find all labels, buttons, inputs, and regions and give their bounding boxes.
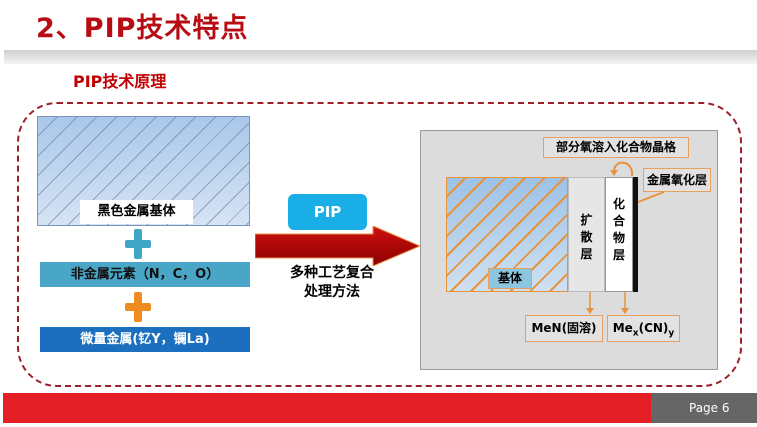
mex-mid: (CN) [638,321,669,335]
mex-cn-label: Mex(CN)y [607,315,680,342]
arrow-right-icon [255,226,420,266]
oxygen-callout: 部分氧溶入化合物晶格 [543,137,689,158]
pip-badge: PIP [288,194,367,230]
plus-icon [125,229,151,259]
section-subtitle: PIP技术原理 [73,72,167,91]
mex-base: Me [612,321,633,335]
mex-sub: x [632,328,639,339]
page-number: Page 6 [651,393,757,423]
substrate-label: 基体 [488,268,532,289]
callout-pointer [637,191,665,203]
method-line1: 多种工艺复合 [290,265,374,281]
plus-icon [125,292,151,322]
base-label: 黑色金属基体 [80,200,193,224]
curved-arrow-icon [610,161,634,177]
method-text: 多种工艺复合 处理方法 [276,264,388,302]
compound-layer: 化合物层 [605,177,633,292]
method-line2: 处理方法 [304,284,360,300]
men-label: MeN(固溶) [525,315,603,342]
nonmetal-bar: 非金属元素（N，C，O） [40,262,250,287]
mex-sub2: y [668,328,675,339]
footer-bar [3,393,651,423]
slide-title: 2、PIP技术特点 [36,13,249,44]
dashed-frame [17,102,742,387]
diffusion-layer: 扩散层 [568,177,605,292]
oxide-layer-callout: 金属氧化层 [643,168,711,192]
down-arrows [586,292,629,314]
micro-metal-bar: 微量金属(钇Y，镧La) [40,327,250,352]
oxide-strip [633,177,638,292]
header-band [4,50,757,64]
